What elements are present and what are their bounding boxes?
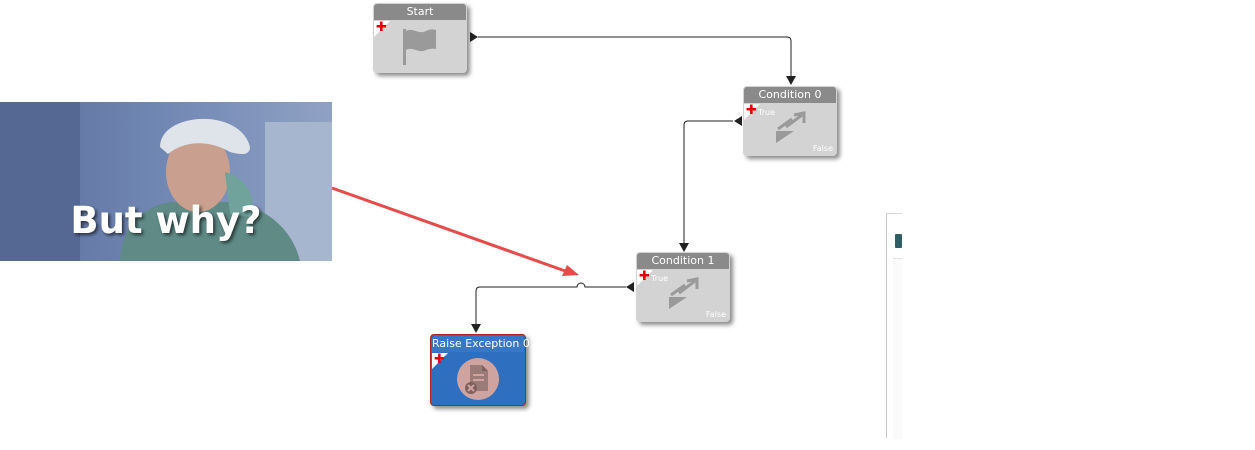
add-icon[interactable]: ✚ <box>376 20 387 35</box>
corner-marker <box>374 21 390 37</box>
panel-tab-icon[interactable] <box>895 234 902 248</box>
connector-start-out-port <box>470 32 478 42</box>
annotation-arrow-head <box>562 265 579 276</box>
true-label: True <box>651 274 668 283</box>
branch-arrows-icon <box>669 277 699 309</box>
annotation-arrow <box>331 186 569 274</box>
raise-exception-0-node[interactable]: Raise Exception 0 ✚ <box>430 334 530 406</box>
meme-photo <box>0 102 332 261</box>
connector-condition-1-true-port <box>626 282 634 292</box>
true-label: True <box>758 108 775 117</box>
node-title: Condition 0 <box>744 87 836 103</box>
corner-marker <box>432 353 448 369</box>
condition-1-node[interactable]: Condition 1 ✚ True False <box>636 252 730 322</box>
node-title: Raise Exception 0 <box>432 336 530 352</box>
add-icon[interactable]: ✚ <box>746 103 757 118</box>
branch-arrows-icon <box>776 111 806 143</box>
panel-content <box>893 258 902 439</box>
connector-raise-in-arrow <box>471 324 481 333</box>
meme-caption: But why? <box>70 199 262 242</box>
connector-condition-0-to-condition-1[interactable] <box>683 120 733 244</box>
connector-condition-0-in-arrow <box>786 76 796 85</box>
flag-icon <box>403 29 436 65</box>
connector-condition-1-to-raise-exception[interactable] <box>475 282 626 325</box>
node-title: Condition 1 <box>637 253 729 269</box>
connector-condition-1-in-arrow <box>679 243 689 252</box>
corner-marker <box>637 270 653 286</box>
side-panel[interactable] <box>886 213 902 439</box>
corner-marker <box>744 104 760 120</box>
start-node[interactable]: Start ✚ <box>373 3 467 73</box>
connector-condition-0-true-port <box>734 116 742 126</box>
node-title: Start <box>374 4 466 20</box>
false-label: False <box>812 144 833 153</box>
connector-start-to-condition-0[interactable] <box>478 36 792 77</box>
exception-document-icon <box>457 358 499 400</box>
condition-0-node[interactable]: Condition 0 ✚ True False <box>743 86 837 156</box>
meme-image: But why? <box>0 102 332 261</box>
add-icon[interactable]: ✚ <box>639 269 650 284</box>
false-label: False <box>705 310 726 319</box>
add-icon[interactable]: ✚ <box>434 352 445 367</box>
